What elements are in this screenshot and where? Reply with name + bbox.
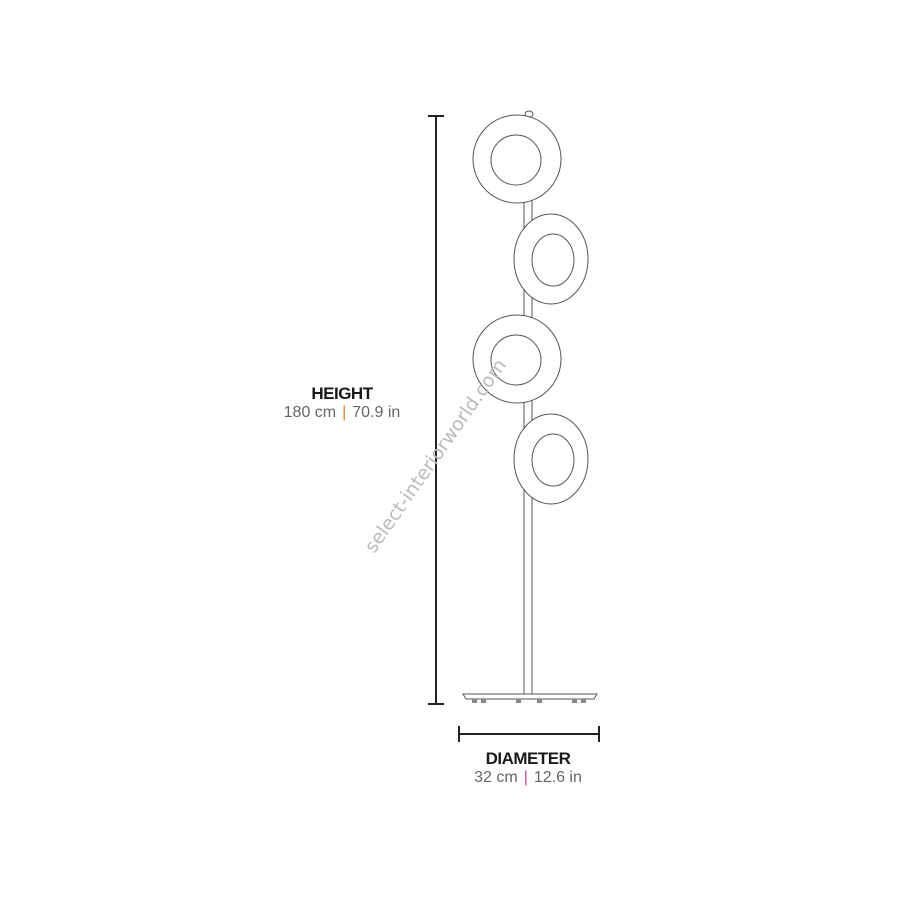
diameter-separator: | [523, 769, 528, 786]
height-imperial: 70.9 in [352, 404, 401, 421]
lamp-base [462, 693, 598, 700]
lamp-disc-4 [513, 413, 589, 505]
diameter-imperial: 12.6 in [533, 769, 582, 786]
height-metric: 180 cm [283, 404, 337, 421]
diameter-label-group: DIAMETER 32 cm | 12.6 in [418, 749, 638, 787]
height-separator: | [342, 404, 347, 421]
base-feet [472, 699, 586, 703]
height-title: HEIGHT [311, 384, 373, 403]
diameter-metric: 32 cm [474, 769, 518, 786]
height-label-group: HEIGHT 180 cm | 70.9 in [232, 384, 452, 422]
diameter-title: DIAMETER [485, 749, 571, 768]
diameter-dimension-line [458, 726, 600, 742]
lamp-disc-2 [513, 213, 589, 305]
lamp-disc-1 [472, 114, 562, 204]
lamp-disc-3 [472, 314, 562, 404]
height-dimension-line [428, 115, 444, 705]
